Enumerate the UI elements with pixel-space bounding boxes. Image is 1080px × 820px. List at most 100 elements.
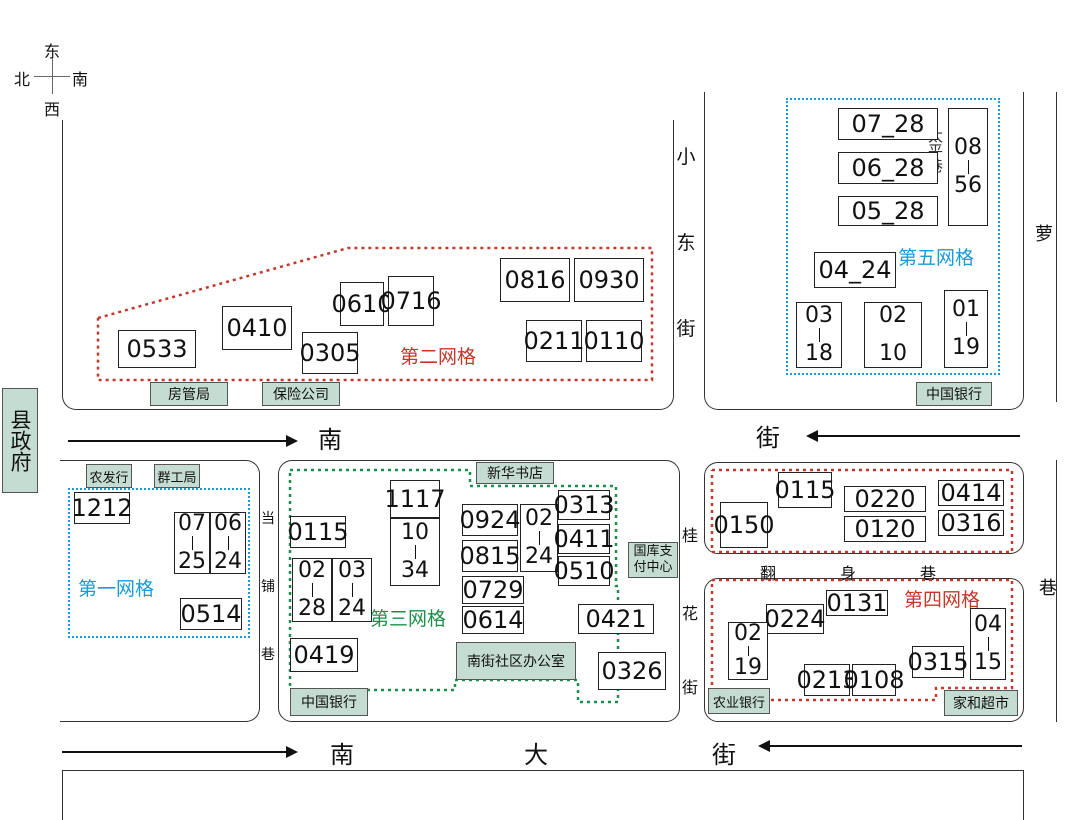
street-nan-jie-char-1: 南 bbox=[318, 426, 342, 454]
street-dangpu-xiang-3: 巷 bbox=[261, 647, 275, 663]
poi-bank-of-china-north: 中国银行 bbox=[916, 382, 992, 406]
poi-agricultural-bank: 农业银行 bbox=[708, 688, 770, 714]
compass: 东 北 南 西 bbox=[12, 36, 92, 119]
building-0315[interactable]: 0315 bbox=[907, 646, 969, 678]
edge-line-top-right bbox=[1056, 92, 1057, 402]
building-0120[interactable]: 0120 bbox=[844, 516, 926, 542]
building-0110[interactable]: 0110 bbox=[583, 320, 645, 362]
building-0614[interactable]: 0614 bbox=[462, 606, 524, 634]
grid-5-boundary bbox=[786, 98, 1000, 375]
building-0421[interactable]: 0421 bbox=[578, 604, 654, 634]
poi-guoku-payment-center: 国库支付中心 bbox=[628, 542, 678, 578]
building-0729[interactable]: 0729 bbox=[462, 576, 524, 604]
grid-2-label: 第二网格 bbox=[400, 346, 477, 368]
poi-bank-of-china-south: 中国银行 bbox=[290, 688, 368, 716]
building-0220[interactable]: 0220 bbox=[844, 486, 926, 512]
poi-jiahe-supermarket: 家和超市 bbox=[944, 690, 1018, 716]
building-0108[interactable]: 0108 bbox=[843, 664, 905, 696]
street-nan-jie-char-2: 街 bbox=[756, 424, 780, 452]
building-0510[interactable]: 0510 bbox=[553, 556, 615, 586]
building-0610[interactable]: 0610 bbox=[331, 282, 393, 326]
street-xiang-right: 巷 bbox=[1039, 578, 1057, 599]
building-0211[interactable]: 0211 bbox=[523, 320, 585, 362]
building-0514[interactable]: 0514 bbox=[180, 598, 242, 630]
building-0313[interactable]: 0313 bbox=[553, 490, 615, 520]
poi-qungong-ju: 群工局 bbox=[154, 464, 200, 488]
grid-1-label: 第一网格 bbox=[78, 578, 155, 600]
street-luo-right: 萝 bbox=[1035, 224, 1053, 245]
building-0815[interactable]: 0815 bbox=[459, 540, 521, 572]
street-nan-da-jie-char-1: 南 bbox=[330, 741, 354, 769]
compass-west: 西 bbox=[44, 100, 61, 119]
compass-south: 南 bbox=[72, 70, 89, 89]
compass-north: 北 bbox=[14, 70, 31, 89]
building-0716[interactable]: 0716 bbox=[380, 276, 442, 326]
building-0150[interactable]: 0150 bbox=[713, 502, 775, 548]
block-south bbox=[62, 770, 1024, 820]
poi-nongfa-hang: 农发行 bbox=[86, 464, 132, 488]
poi-baoxian-gongsi: 保险公司 bbox=[262, 382, 340, 406]
traffic-arrow-east-upper bbox=[68, 435, 298, 447]
building-05-28[interactable]: 05_28 bbox=[838, 196, 938, 226]
building-1212[interactable]: 1212 bbox=[71, 492, 133, 524]
grid-4-label: 第四网格 bbox=[904, 589, 981, 611]
building-0115-central[interactable]: 0115 bbox=[287, 516, 349, 548]
building-0213[interactable]: 0213 bbox=[796, 664, 858, 696]
street-nan-da-jie-char-3: 街 bbox=[712, 741, 736, 769]
building-0924[interactable]: 0924 bbox=[459, 504, 521, 536]
building-1117[interactable]: 1117 bbox=[384, 480, 446, 518]
traffic-arrow-east-lower bbox=[62, 746, 298, 758]
building-07-28[interactable]: 07_28 bbox=[838, 108, 938, 140]
compass-cross-v bbox=[52, 58, 53, 94]
grid-3-label: 第三网格 bbox=[370, 608, 447, 630]
building-0326[interactable]: 0326 bbox=[598, 652, 666, 690]
traffic-arrow-west-upper bbox=[806, 430, 1020, 442]
building-0316[interactable]: 0316 bbox=[938, 510, 1004, 536]
street-xiao-dong-jie-3: 街 bbox=[676, 318, 696, 340]
compass-east: 东 bbox=[44, 42, 61, 61]
street-hua-jie-2: 花 bbox=[681, 604, 698, 623]
edge-line-bottom-right bbox=[1056, 460, 1057, 722]
street-xiao-dong-jie-2: 东 bbox=[676, 232, 696, 254]
street-dangpu-xiang-2: 铺 bbox=[261, 579, 275, 595]
traffic-arrow-west-lower bbox=[758, 740, 1022, 752]
poi-nanjie-community-office: 南街社区办公室 bbox=[456, 642, 576, 680]
street-hua-jie-3: 街 bbox=[681, 678, 698, 697]
building-0115-east[interactable]: 0115 bbox=[774, 472, 836, 508]
building-06-28[interactable]: 06_28 bbox=[838, 152, 938, 184]
building-0131[interactable]: 0131 bbox=[826, 589, 888, 617]
street-fanshen-xiang-2: 身 bbox=[840, 564, 857, 583]
building-0419[interactable]: 0419 bbox=[290, 638, 358, 672]
street-fanshen-xiang-3: 巷 bbox=[920, 564, 937, 583]
street-hua-jie-1: 桂 bbox=[681, 526, 698, 545]
building-0414[interactable]: 0414 bbox=[938, 480, 1004, 506]
building-0224-east[interactable]: 0224 bbox=[764, 604, 826, 634]
poi-xinhua-bookstore: 新华书店 bbox=[476, 462, 554, 484]
street-dangpu-xiang-1: 当 bbox=[261, 511, 275, 527]
building-0816[interactable]: 0816 bbox=[500, 258, 570, 302]
grid-1-boundary bbox=[68, 488, 250, 638]
building-0411[interactable]: 0411 bbox=[553, 524, 615, 554]
building-0305[interactable]: 0305 bbox=[299, 332, 361, 374]
building-0930[interactable]: 0930 bbox=[574, 258, 644, 302]
street-fanshen-xiang-1: 翻 bbox=[760, 564, 777, 583]
street-xiao-dong-jie-1: 小 bbox=[676, 146, 696, 168]
building-0410[interactable]: 0410 bbox=[222, 306, 292, 350]
street-nan-da-jie-char-2: 大 bbox=[524, 741, 548, 769]
building-0533[interactable]: 0533 bbox=[118, 330, 196, 368]
building-04-24[interactable]: 04_24 bbox=[814, 252, 896, 288]
